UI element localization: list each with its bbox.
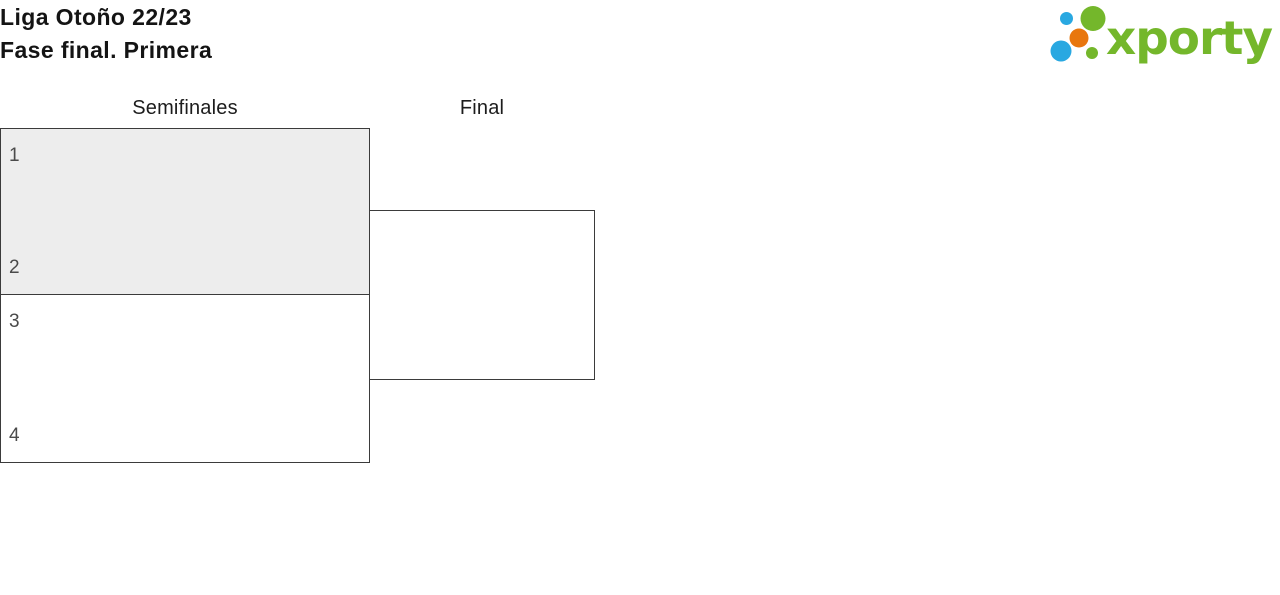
match-semifinal-2[interactable]: 3 4 [0, 294, 370, 463]
tournament-name: Liga Otoño 22/23 [0, 4, 192, 30]
logo-dot-blue-large [1050, 40, 1072, 62]
logo-dot-blue-small [1060, 12, 1073, 25]
logo-dot-orange [1069, 28, 1089, 48]
round-header-semifinales: Semifinales [132, 97, 238, 119]
match-semifinal-1[interactable]: 1 2 [0, 128, 370, 295]
tournament-phase: Fase final. Primera [0, 37, 213, 63]
round-header-final: Final [459, 97, 505, 119]
match-final[interactable] [369, 210, 595, 380]
xporty-logo-dots-icon [1050, 6, 1106, 62]
seed-label-2: 2 [9, 257, 20, 278]
seed-label-4: 4 [9, 425, 20, 446]
seed-label-1: 1 [9, 145, 20, 166]
logo-dot-green-small [1086, 47, 1098, 59]
xporty-logo[interactable]: xporty [1050, 0, 1274, 68]
logo-dot-green-large [1080, 6, 1106, 31]
seed-label-3: 3 [9, 311, 20, 332]
xporty-wordmark: xporty [1106, 11, 1273, 65]
page-title: Liga Otoño 22/23 Fase final. Primera [0, 1, 212, 67]
